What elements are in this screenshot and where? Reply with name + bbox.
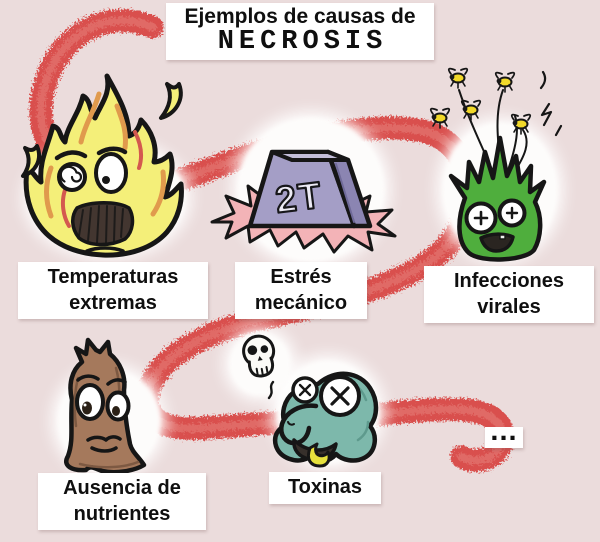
fly-trails xyxy=(458,89,528,175)
flame-orange-streaks xyxy=(44,91,166,219)
fire-chin-line xyxy=(85,246,125,253)
fire-left-eye-spiral xyxy=(59,165,83,183)
toxin-left-x-pupil xyxy=(298,383,312,397)
flame-wisp-right xyxy=(159,82,183,120)
virus-right-pupil xyxy=(505,206,519,220)
page-title: Ejemplos de causas de xyxy=(184,4,416,28)
flame-wisp-left xyxy=(21,144,42,178)
virus-mouth xyxy=(479,232,515,253)
toxin-nostril xyxy=(287,421,295,426)
toxin-right-x-pupil xyxy=(330,386,350,406)
fire-mouth-scribble xyxy=(78,205,124,244)
skull-left-eye xyxy=(247,345,258,355)
thought-squiggle xyxy=(267,380,275,400)
virus-icon xyxy=(429,67,563,262)
skull-right-eye xyxy=(260,345,269,353)
withered-left-glint xyxy=(83,403,87,407)
page-title-necrosis: NECROSIS xyxy=(217,26,388,57)
withered-plant-icon xyxy=(64,337,147,475)
toxin-snout xyxy=(279,403,319,446)
skull-teeth xyxy=(255,365,269,377)
fire-right-pupil xyxy=(102,176,110,184)
toxin-tongue xyxy=(306,442,331,468)
withered-left-eye xyxy=(75,383,105,421)
poisoned-blob-icon xyxy=(272,371,379,468)
withered-left-pupil xyxy=(82,401,92,415)
buzz-marks xyxy=(539,70,563,137)
fire-right-eye xyxy=(94,152,128,194)
weight-2t-label: 2T xyxy=(273,174,325,220)
withered-right-pupil xyxy=(112,406,120,416)
label-ausencia-de-nutrientes: Ausencia de nutrientes xyxy=(38,473,206,531)
label-estres-mecanico: Estrés mecánico xyxy=(235,262,367,320)
fire-eyebrows xyxy=(54,146,128,161)
title-card: Ejemplos de causas de NECROSIS xyxy=(166,3,434,60)
fly-icon xyxy=(494,71,516,93)
fly-icon xyxy=(447,67,469,89)
virus-tooth xyxy=(499,234,506,240)
withered-mouth xyxy=(86,435,122,453)
fly-icon xyxy=(429,107,451,129)
virus-left-pupil xyxy=(473,210,489,226)
fire-icon xyxy=(21,73,184,258)
withered-eyebrows xyxy=(76,374,127,386)
weight-icon: 2T xyxy=(210,149,397,254)
label-temperaturas-extremas: Temperaturas extremas xyxy=(18,262,208,320)
skull-nose xyxy=(257,356,263,361)
more-causes-ellipsis: ... xyxy=(485,427,523,448)
label-toxinas: Toxinas xyxy=(269,472,381,504)
skull-icon xyxy=(242,334,276,400)
weight-side-line xyxy=(335,163,355,223)
weight-top-face xyxy=(270,150,350,162)
label-infecciones-virales: Infecciones virales xyxy=(424,266,594,324)
withered-right-eye xyxy=(105,390,131,422)
